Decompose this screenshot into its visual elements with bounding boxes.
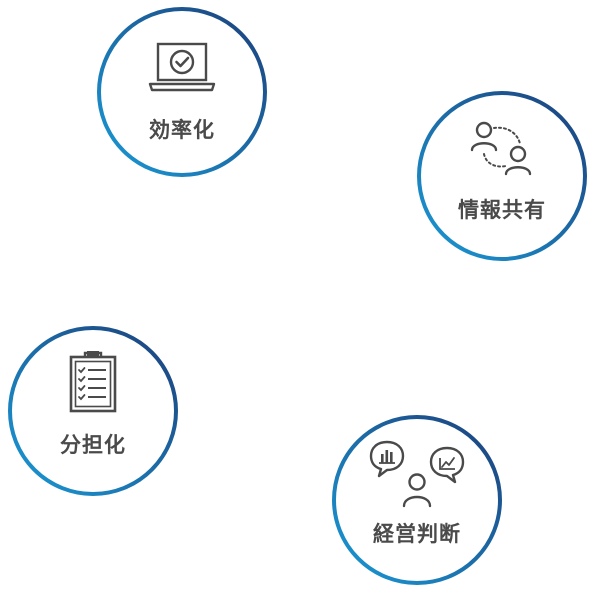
node-info-sharing: 情報共有 bbox=[416, 90, 588, 262]
clipboard-checklist-icon bbox=[69, 351, 117, 413]
node-ring bbox=[417, 91, 587, 261]
node-efficiency: 効率化 bbox=[96, 6, 268, 178]
node-label: 効率化 bbox=[149, 118, 215, 142]
node-label: 情報共有 bbox=[458, 198, 546, 222]
node-ring bbox=[97, 7, 267, 177]
people-share-icon bbox=[470, 121, 532, 176]
node-label: 分担化 bbox=[60, 433, 126, 457]
node-ring bbox=[332, 415, 502, 585]
node-label: 経営判断 bbox=[373, 522, 461, 546]
node-management: 経営判断 bbox=[331, 414, 503, 586]
node-task-sharing: 分担化 bbox=[7, 325, 179, 497]
people-charts-icon bbox=[369, 440, 465, 508]
laptop-check-icon bbox=[148, 42, 216, 92]
